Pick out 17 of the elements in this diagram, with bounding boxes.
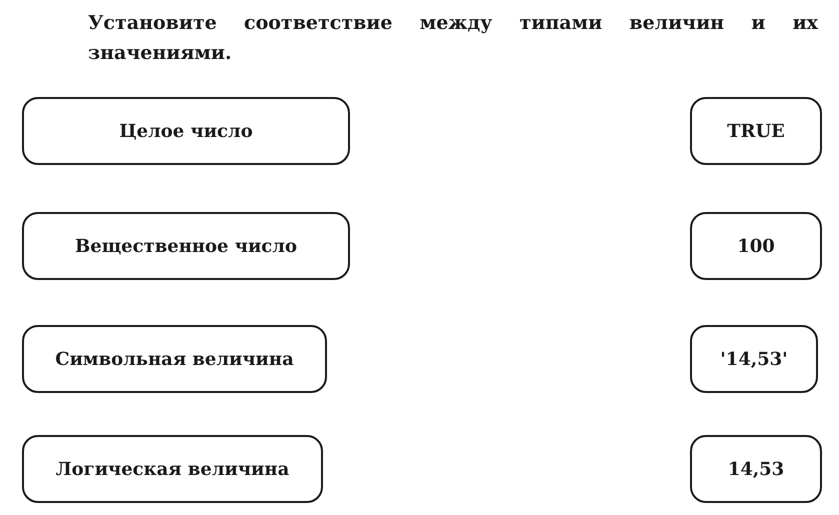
- type-box: [22, 435, 323, 503]
- type-label: Символьная величина: [55, 348, 294, 370]
- value-label: 14,53: [728, 458, 784, 480]
- value-box: [690, 97, 822, 165]
- value-label: '14,53': [720, 348, 788, 370]
- value-box: [690, 435, 822, 503]
- task-instruction: Установите соответствие между типами величин и их значениями.: [88, 11, 818, 66]
- value-label: 100: [737, 236, 775, 256]
- type-label: Вещественное число: [75, 236, 297, 256]
- type-label: Логическая величина: [56, 458, 290, 480]
- type-box: [22, 97, 350, 165]
- type-box: [22, 325, 327, 393]
- value-box: [690, 212, 822, 280]
- type-box: [22, 212, 350, 280]
- value-box: [690, 325, 818, 393]
- value-label: TRUE: [727, 120, 785, 142]
- type-label: Целое число: [119, 120, 253, 142]
